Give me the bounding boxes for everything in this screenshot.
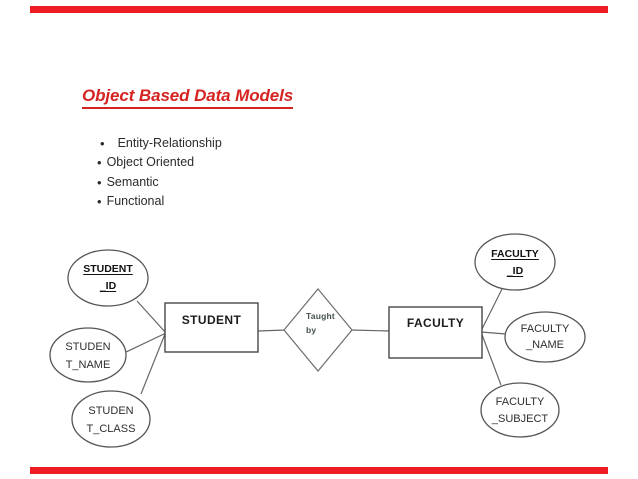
student-name-ellipse — [49, 327, 127, 383]
student-class-label: STUDEN T_CLASS — [66, 402, 156, 438]
page-title: Object Based Data Models — [82, 86, 293, 109]
faculty-subject-label: FACULTY _SUBJECT — [475, 394, 565, 428]
connector-line — [480, 331, 502, 386]
attribute-label-line: FACULTY — [520, 323, 570, 335]
faculty-entity-box — [388, 306, 483, 359]
student-class-ellipse — [71, 390, 151, 448]
connector-line — [140, 333, 166, 395]
bullet-marker: • — [100, 136, 105, 151]
attribute-label-line: T_NAME — [65, 359, 111, 371]
relationship-label-line: by — [306, 324, 317, 335]
attribute-label-line: STUDEN — [65, 341, 111, 353]
connector-line — [480, 331, 507, 335]
student-name-label: STUDEN T_NAME — [43, 338, 133, 374]
bullet-item: • Functional — [97, 192, 222, 211]
bullet-label: Object Oriented — [106, 155, 195, 170]
student-entity-label: STUDENT — [181, 313, 242, 327]
bottom-accent-bar — [30, 467, 608, 474]
attribute-label-line: _ID — [506, 265, 524, 277]
top-accent-bar — [30, 6, 608, 13]
attribute-label-line: STUDEN — [88, 405, 134, 417]
faculty-id-ellipse — [474, 233, 556, 291]
attribute-label-line: FACULTY — [491, 248, 539, 260]
faculty-id-label: FACULTY _ID — [470, 246, 560, 280]
bullet-label: Semantic — [106, 174, 159, 189]
bullet-item: • Semantic — [97, 173, 222, 192]
attribute-label-line: FACULTY — [495, 396, 545, 408]
bullet-list: • Entity-Relationship • Object Oriented … — [97, 134, 222, 211]
attribute-label-line: _NAME — [526, 339, 564, 351]
bullet-marker: • — [97, 193, 102, 209]
faculty-name-ellipse — [504, 311, 586, 363]
bullet-marker: • — [97, 155, 102, 171]
connector-line — [480, 288, 503, 332]
taught-by-relationship-label: Taught by — [306, 310, 348, 337]
connector-line — [350, 329, 391, 332]
student-id-ellipse — [67, 249, 149, 307]
taught-by-relationship-diamond — [283, 288, 353, 372]
bullet-label: Entity-Relationship — [117, 136, 222, 150]
attribute-label-line: STUDENT — [83, 263, 133, 275]
bullet-label: Functional — [106, 193, 165, 208]
attribute-label-line: _ID — [99, 280, 117, 292]
faculty-subject-ellipse — [480, 382, 560, 438]
student-entity-box — [164, 302, 259, 353]
attribute-label-line: T_CLASS — [86, 423, 136, 435]
bullet-item: • Entity-Relationship — [100, 134, 222, 153]
faculty-entity-label: FACULTY — [406, 316, 465, 330]
bullet-marker: • — [97, 174, 102, 190]
attribute-label-line: _SUBJECT — [491, 413, 549, 425]
student-id-label: STUDENT _ID — [63, 261, 153, 295]
relationship-label-line: Taught — [306, 311, 335, 321]
connector-line — [125, 332, 167, 353]
faculty-name-label: FACULTY _NAME — [500, 321, 590, 353]
connector-line — [136, 300, 167, 334]
bullet-item: • Object Oriented — [97, 153, 222, 172]
connector-line — [257, 329, 287, 332]
